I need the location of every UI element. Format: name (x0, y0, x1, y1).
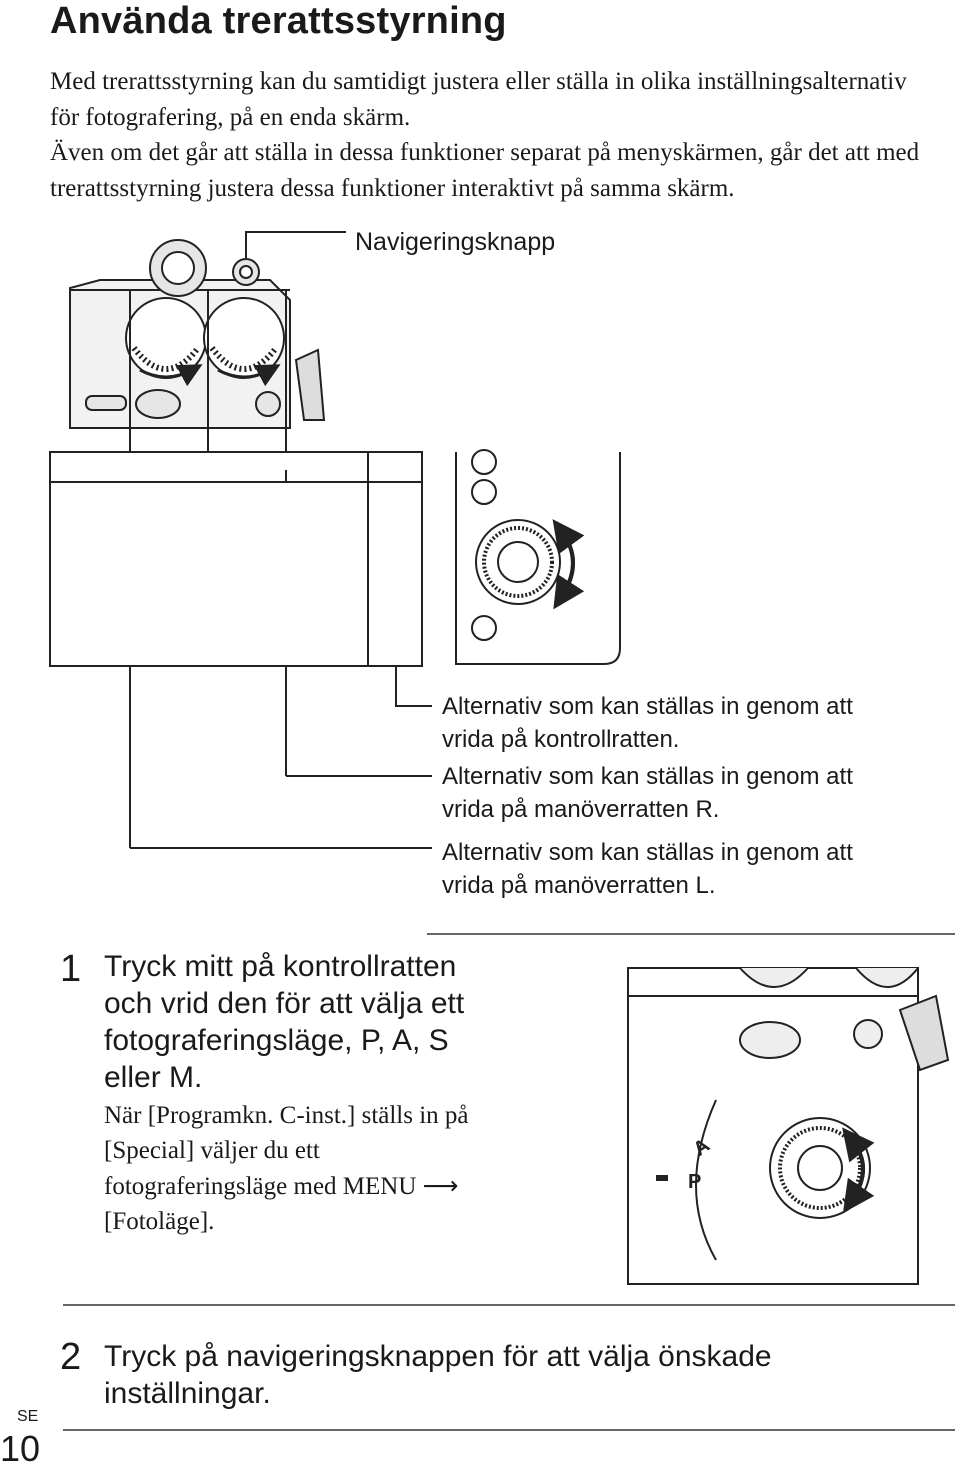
step-note-line: När [Programkn. C-inst.] ställs in på (104, 1102, 469, 1129)
page-number: 10 (0, 1428, 41, 1469)
dial-r-icon (203, 297, 285, 379)
mode-dial-label: P (688, 1171, 701, 1193)
intro-paragraph: Även om det går att ställa in dessa funk… (50, 139, 920, 202)
callout-line: vrida på kontrollratten. (442, 726, 680, 753)
step-note-line: [Fotoläge]. (104, 1208, 215, 1235)
callout-control-wheel: Alternativ som kan ställas in genom att … (442, 690, 942, 756)
step-heading: Tryck på navigeringsknappen för att välj… (104, 1338, 924, 1412)
step-number: 1 (60, 948, 82, 990)
step-note-line: [Special] väljer du ett (104, 1137, 320, 1164)
callout-line: Alternativ som kan ställas in genom att (442, 693, 853, 720)
callout-line: Alternativ som kan ställas in genom att (442, 839, 853, 866)
arrow-right-icon: ⟶ (422, 1171, 459, 1200)
dial-l-icon (125, 297, 207, 379)
step-number: 2 (60, 1336, 82, 1378)
step-heading-line: och vrid den för att välja ett (104, 987, 465, 1020)
lcd-screen-frame (49, 451, 423, 667)
callout-dial-r: Alternativ som kan ställas in genom att … (442, 760, 942, 826)
step-heading-line: inställningar. (104, 1377, 271, 1410)
callout-dial-l: Alternativ som kan ställas in genom att … (442, 836, 942, 902)
language-tag: SE (17, 1408, 39, 1425)
callout-line: vrida på manöverratten R. (442, 796, 720, 823)
intro-paragraph: Med trerattsstyrning kan du samtidigt ju… (50, 68, 907, 131)
step-note: När [Programkn. C-inst.] ställs in på [S… (104, 1098, 624, 1239)
step1-control-wheel-icon (778, 1126, 862, 1210)
step-heading-line: Tryck på navigeringsknappen för att välj… (104, 1340, 772, 1373)
step-heading-line: fotograferingsläge, P, A, S (104, 1024, 449, 1057)
callout-line: Alternativ som kan ställas in genom att (442, 763, 853, 790)
step-heading-line: eller M. (104, 1061, 203, 1094)
step-heading-line: Tryck mitt på kontrollratten (104, 950, 457, 983)
step-note-line: fotograferingsläge med MENU ⟶ (104, 1171, 459, 1200)
intro-text: Med trerattsstyrning kan du samtidigt ju… (50, 64, 930, 206)
page-title: Använda trerattsstyrning (50, 0, 507, 42)
step1-camera-frame (627, 967, 919, 1285)
step-heading: Tryck mitt på kontrollratten och vrid de… (104, 948, 624, 1096)
navigation-button-label: Navigeringsknapp (355, 228, 556, 256)
callout-line: vrida på manöverratten L. (442, 872, 716, 899)
